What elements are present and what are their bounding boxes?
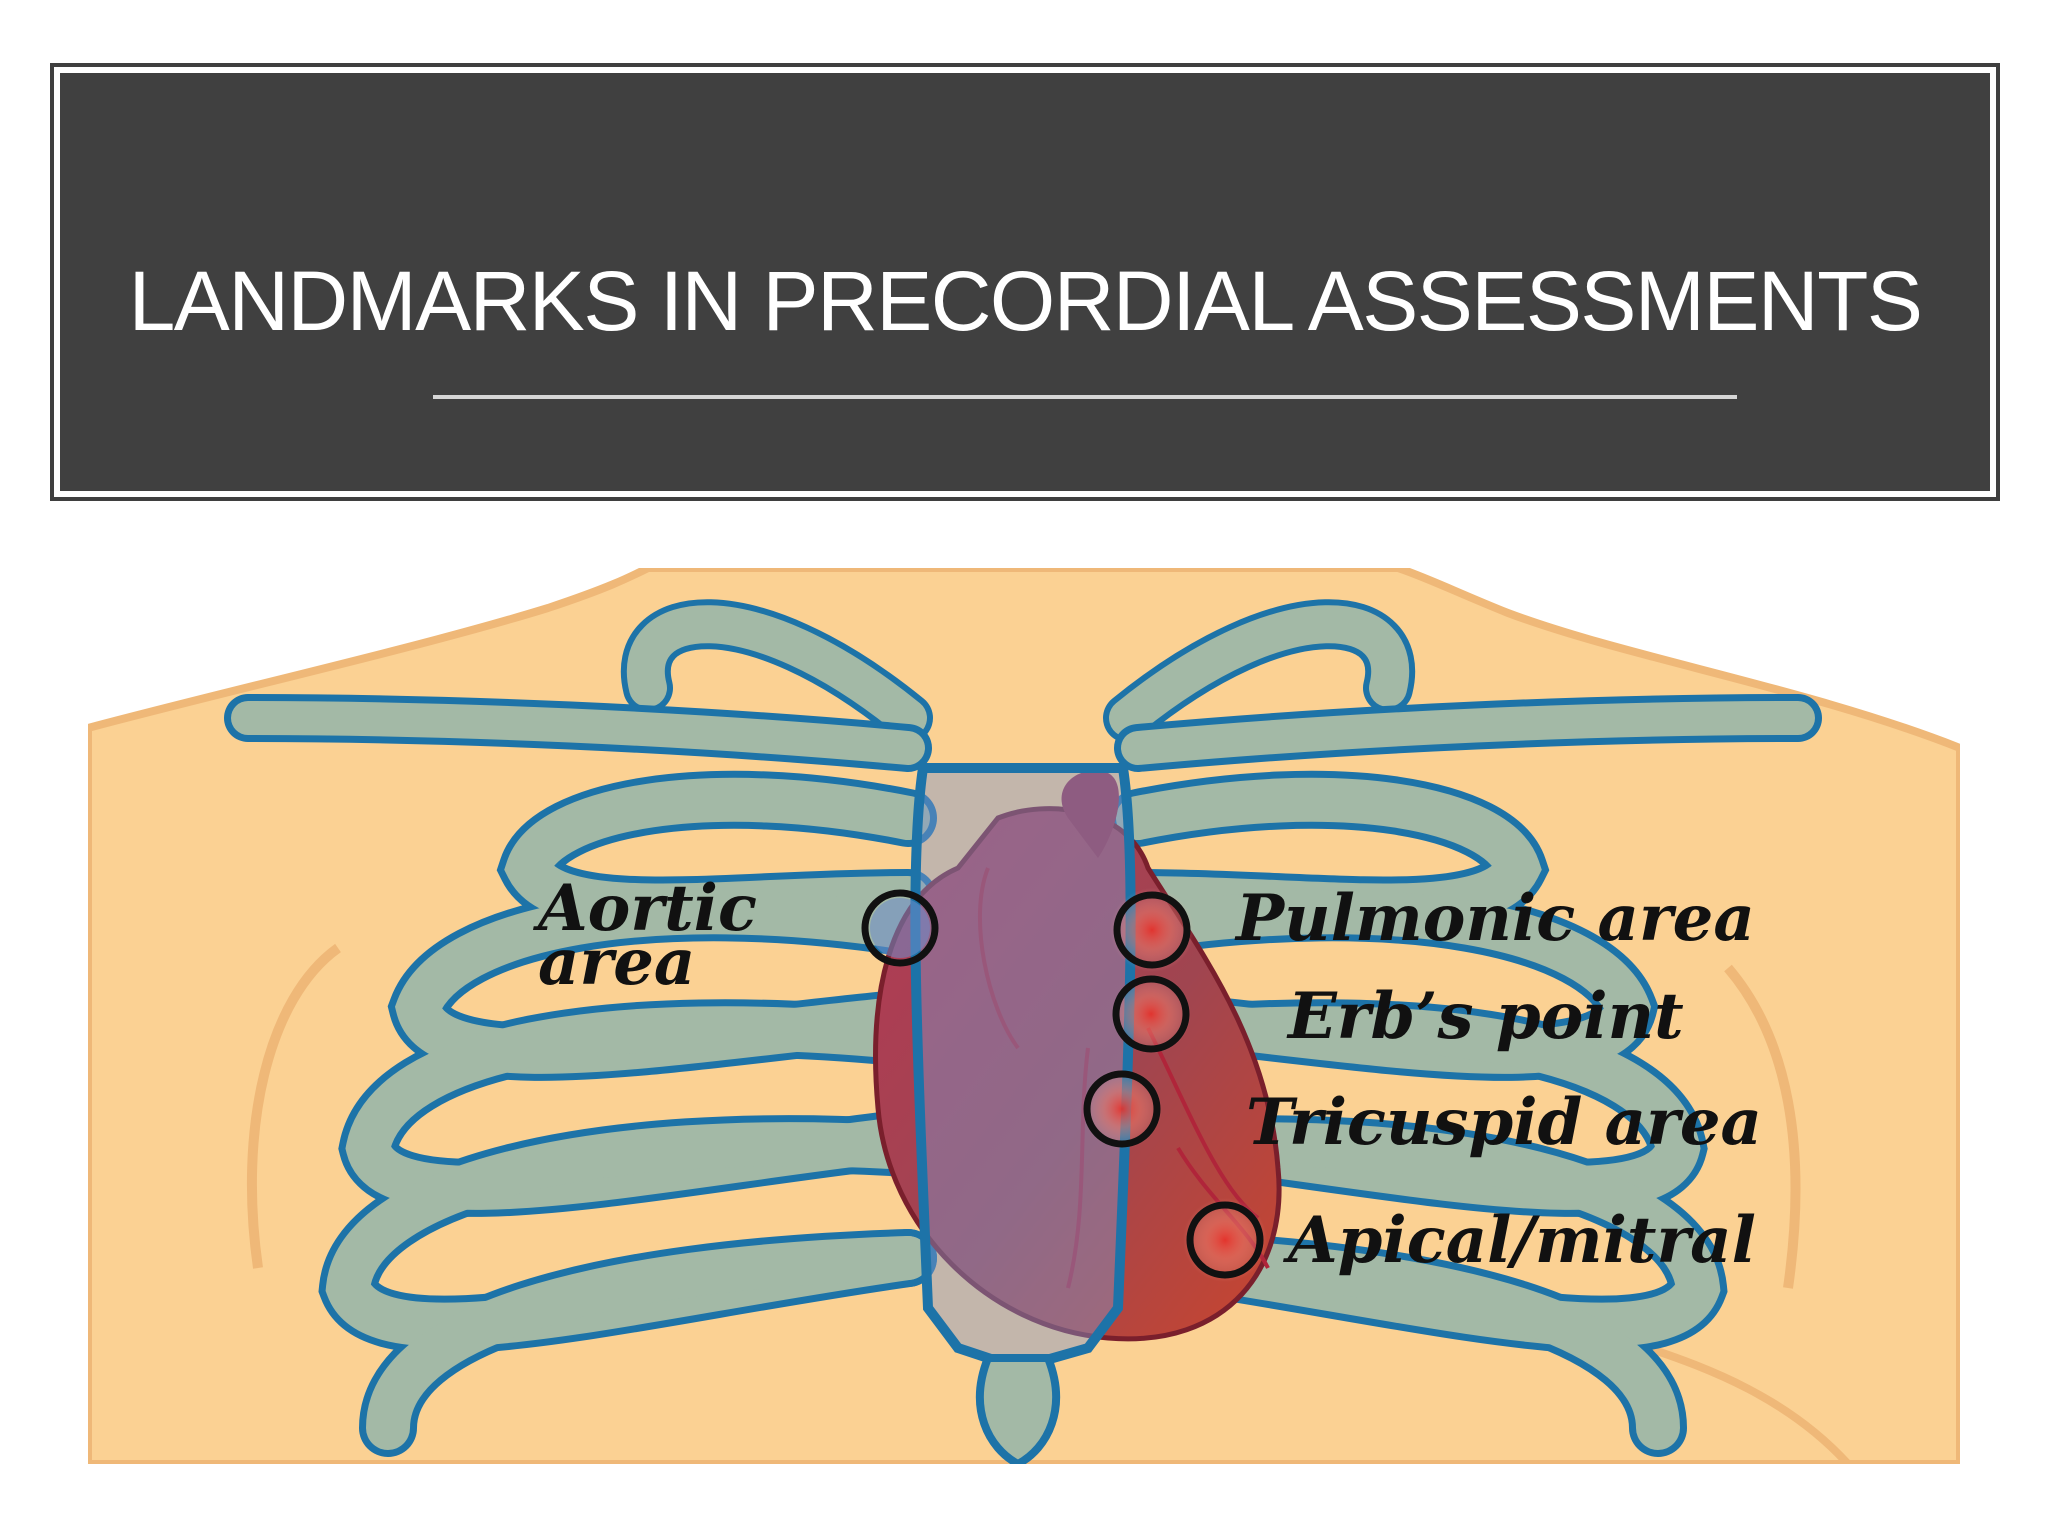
auscultation-spots: [870, 888, 1267, 1282]
auscultation-markers: [861, 889, 1264, 1279]
erbs-point-marker: [1112, 975, 1190, 1053]
aortic-marker: [861, 889, 939, 967]
clavicles: [224, 694, 1822, 772]
slide-title: LANDMARKS IN PRECORDIAL ASSESSMENTS: [128, 254, 1923, 348]
aortic-label-line2: area: [538, 925, 695, 1000]
sternum: [910, 763, 1136, 1464]
aortic-label-line1: Aortic: [533, 871, 757, 946]
chest-anatomy-illustration: Aortic area Pulmonic area Erb’s point Tr…: [88, 568, 1960, 1464]
area-labels: Aortic area Pulmonic area Erb’s point Tr…: [533, 871, 1762, 1278]
pulmonic-label: Pulmonic area: [1234, 881, 1755, 956]
title-panel: LANDMARKS IN PRECORDIAL ASSESSMENTS: [60, 73, 1990, 491]
apical-mitral-marker: [1186, 1201, 1264, 1279]
title-frame: LANDMARKS IN PRECORDIAL ASSESSMENTS: [50, 63, 2000, 501]
erbs-point-label: Erb’s point: [1286, 979, 1684, 1054]
tricuspid-marker: [1083, 1070, 1161, 1148]
tricuspid-label: Tricuspid area: [1246, 1085, 1762, 1160]
apical-mitral-label: Apical/mitral: [1283, 1203, 1756, 1278]
title-underline: [433, 395, 1737, 399]
pulmonic-marker: [1113, 891, 1191, 969]
